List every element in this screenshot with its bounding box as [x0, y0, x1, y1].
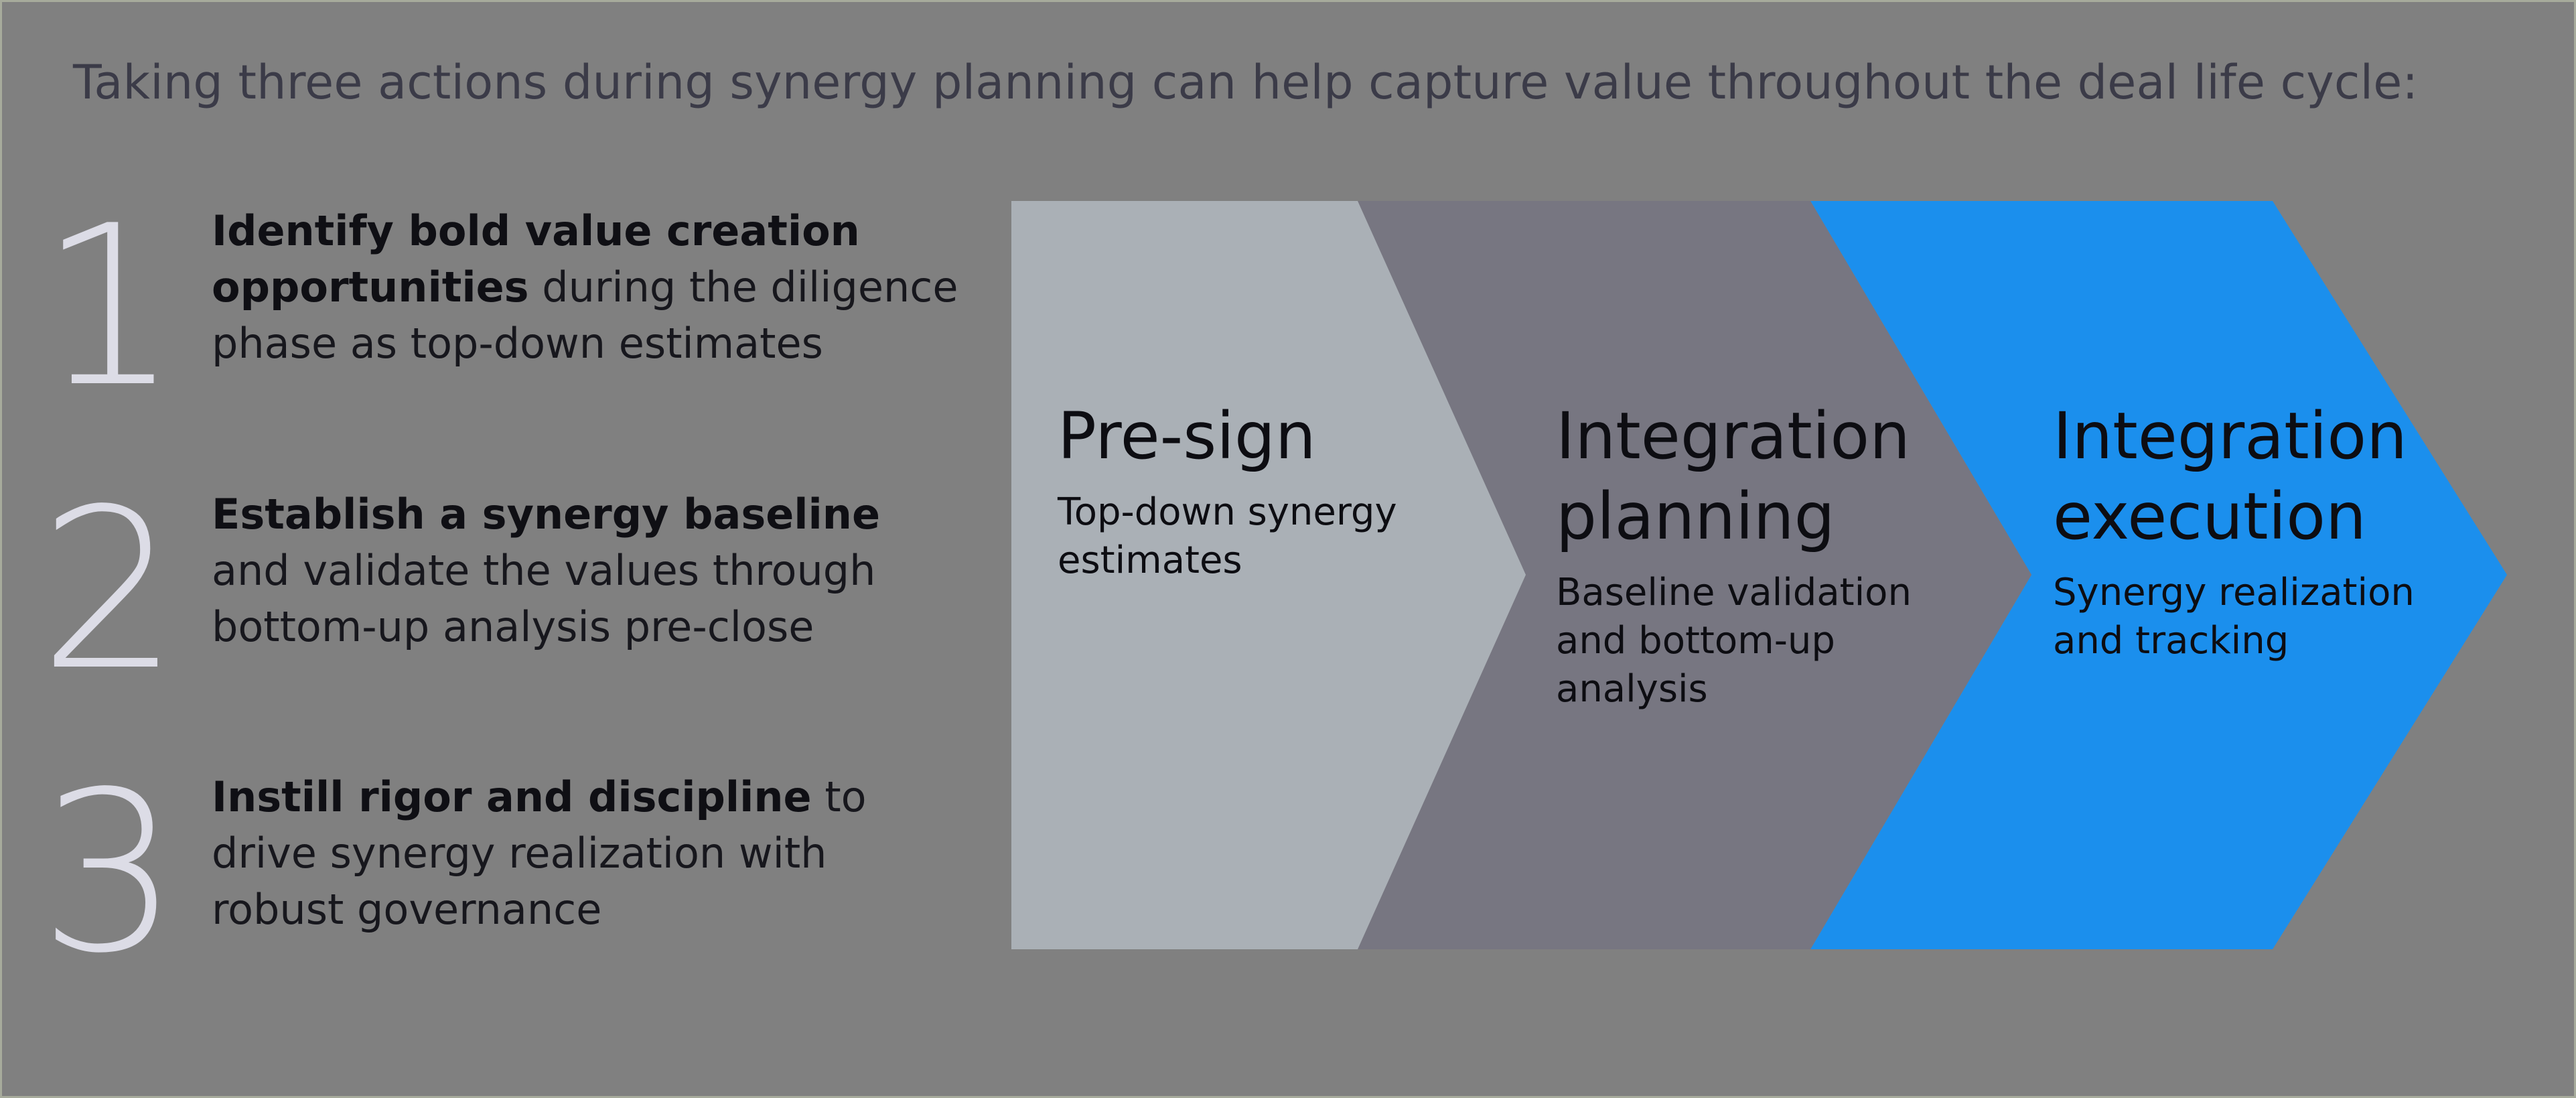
stage-title-execution: Integration execution — [2053, 396, 2415, 557]
action-lead-1: Identify bold value creation opportuniti… — [212, 206, 860, 312]
stage-shape-planning — [1358, 201, 2031, 949]
action-lead-2: Establish a synergy baseline — [212, 490, 880, 539]
stage-pre-sign: Pre-sign Top-down synergy estimates — [1058, 396, 1397, 585]
stage-desc-line: Synergy realization — [2053, 571, 2415, 614]
action-rest-1: during the diligence phase as top-down e… — [212, 263, 958, 368]
stage-desc-execution: Synergy realization and tracking — [2053, 569, 2415, 665]
action-item-1: 1 Identify bold value creation opportuni… — [2, 196, 973, 417]
stage-desc-pre-sign: Top-down synergy estimates — [1058, 488, 1397, 585]
stage-desc-line: estimates — [1058, 539, 1242, 582]
stage-title-line: Integration — [1556, 399, 1910, 474]
stage-title-line: Integration — [2053, 399, 2407, 474]
stage-integration-planning: Integration planning Baseline validation… — [1556, 396, 1912, 713]
stage-desc-line: and bottom-up — [1556, 619, 1835, 663]
stage-desc-line: and tracking — [2053, 619, 2289, 663]
stage-shape-pre-sign — [1011, 201, 1526, 949]
action-text-1: Identify bold value creation opportuniti… — [212, 203, 969, 372]
action-lead-3: Instill rigor and discipline — [212, 772, 812, 821]
action-item-3: 3 Instill rigor and discipline to drive … — [2, 762, 973, 983]
action-text-2: Establish a synergy baseline and validat… — [212, 486, 969, 655]
stage-desc-line: Top-down synergy — [1058, 490, 1397, 534]
action-number-3: 3 — [39, 744, 180, 1002]
action-item-2: 2 Establish a synergy baseline and valid… — [2, 480, 973, 701]
stage-title-line: execution — [2053, 479, 2366, 554]
stage-title-planning: Integration planning — [1556, 396, 1912, 557]
stage-desc-line: Baseline validation — [1556, 571, 1912, 614]
stage-title-line: planning — [1556, 479, 1835, 554]
stage-desc-line: analysis — [1556, 667, 1708, 711]
action-text-3: Instill rigor and discipline to drive sy… — [212, 769, 969, 938]
stage-integration-execution: Integration execution Synergy realizatio… — [2053, 396, 2415, 665]
stage-shape-execution — [1810, 201, 2507, 949]
action-rest-2: and validate the values through bottom-u… — [212, 546, 876, 651]
stage-desc-planning: Baseline validation and bottom-up analys… — [1556, 569, 1912, 713]
action-number-2: 2 — [39, 462, 180, 719]
stage-title-pre-sign: Pre-sign — [1058, 399, 1316, 474]
action-number-1: 1 — [39, 178, 180, 435]
action-rest-3: to drive synergy realization with robust… — [212, 772, 867, 934]
headline: Taking three actions during synergy plan… — [73, 55, 2419, 110]
